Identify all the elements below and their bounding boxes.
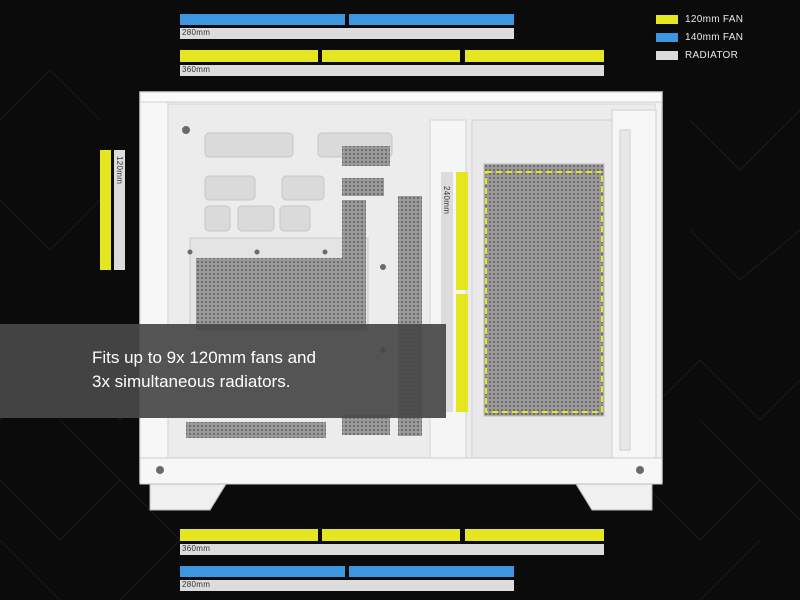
callout-text: Fits up to 9x 120mm fans and 3x simultan… <box>92 348 316 391</box>
legend: 120mm FAN 140mm FAN RADIATOR <box>656 10 743 64</box>
legend-swatch-120mm-fan <box>656 14 678 24</box>
bottom-fan-120-1 <box>180 529 318 541</box>
top-fan-120-2 <box>322 50 460 62</box>
bottom-fan-140-2 <box>349 566 514 577</box>
bottom-radiator-280: 280mm <box>180 580 514 591</box>
radiator-280-label: 280mm <box>182 28 211 37</box>
top-fan-140-2 <box>349 14 514 25</box>
top-fan-120-3 <box>465 50 604 62</box>
bottom-radiator-360: 360mm <box>180 544 604 555</box>
legend-label: 140mm FAN <box>685 31 744 43</box>
top-radiator-280: 280mm <box>180 28 514 39</box>
legend-label: 120mm FAN <box>685 13 744 25</box>
legend-item-120mm-fan: 120mm FAN <box>656 10 743 28</box>
radiator-240-label: 240mm <box>442 186 451 215</box>
legend-item-radiator: RADIATOR <box>656 46 743 64</box>
radiator-360-label: 360mm <box>182 65 211 74</box>
legend-swatch-radiator <box>656 50 678 60</box>
top-fan-140-1 <box>180 14 345 25</box>
side-fan-120 <box>100 150 111 270</box>
radiator-280-label: 280mm <box>182 580 211 589</box>
rear-fan-120-1 <box>456 172 468 290</box>
bottom-fan-120-3 <box>465 529 604 541</box>
top-fan-120-1 <box>180 50 318 62</box>
legend-label: RADIATOR <box>685 49 739 61</box>
radiator-120-label: 120mm <box>115 156 124 185</box>
legend-swatch-140mm-fan <box>656 32 678 42</box>
radiator-360-label: 360mm <box>182 544 211 553</box>
legend-item-140mm-fan: 140mm FAN <box>656 28 743 46</box>
side-radiator-120: 120mm <box>114 150 125 270</box>
callout-box: Fits up to 9x 120mm fans and 3x simultan… <box>0 324 446 418</box>
bottom-fan-140-1 <box>180 566 345 577</box>
top-radiator-360: 360mm <box>180 65 604 76</box>
bottom-fan-120-2 <box>322 529 460 541</box>
rear-fan-120-2 <box>456 294 468 412</box>
